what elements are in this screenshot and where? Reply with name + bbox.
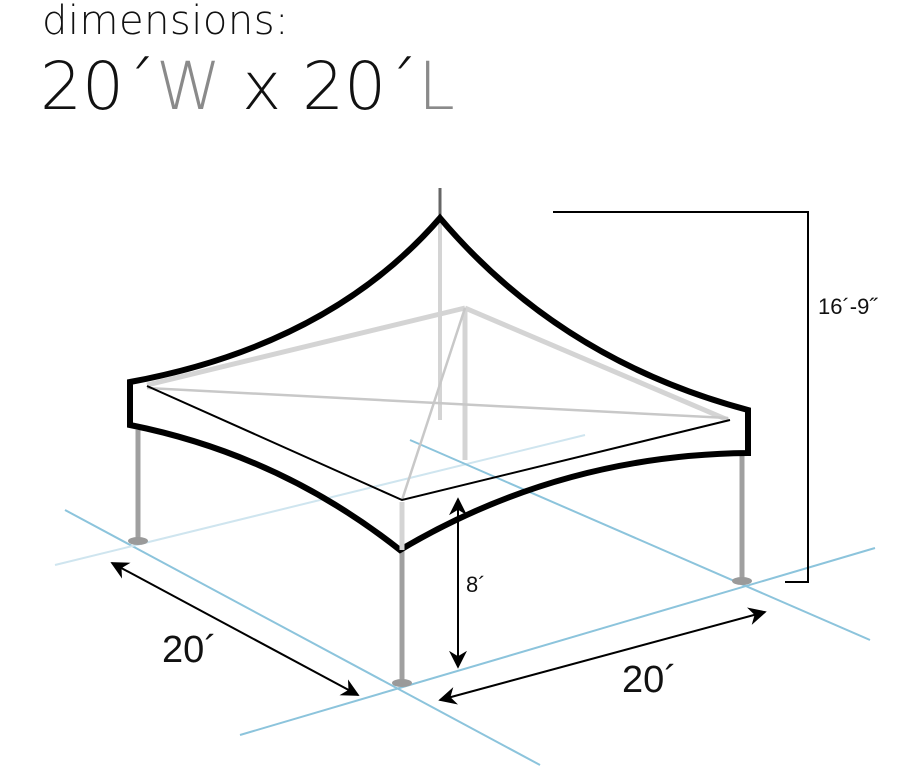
width-value: 20´ xyxy=(40,48,156,125)
width-arrow xyxy=(110,562,360,696)
tent-size: 20´W x 20´L xyxy=(40,48,455,125)
total-height-label: 16´-9˝ xyxy=(818,294,878,319)
width-unit: W xyxy=(155,48,222,125)
width-label: 20´ xyxy=(162,629,217,671)
total-height-bracket xyxy=(553,211,809,583)
leg-height-label: 8´ xyxy=(466,572,486,597)
legs xyxy=(135,430,745,682)
length-label: 20´ xyxy=(622,659,677,701)
leg-base-plates xyxy=(128,537,752,687)
canopy-top-edge xyxy=(146,385,731,502)
length-arrow xyxy=(438,607,767,705)
dimensions-heading: dimensions: xyxy=(42,0,290,44)
length-unit: L xyxy=(418,48,455,125)
length-value: 20´ xyxy=(302,48,419,125)
frame xyxy=(135,215,729,501)
canopy-outline xyxy=(127,213,751,554)
size-separator: x xyxy=(242,48,282,125)
